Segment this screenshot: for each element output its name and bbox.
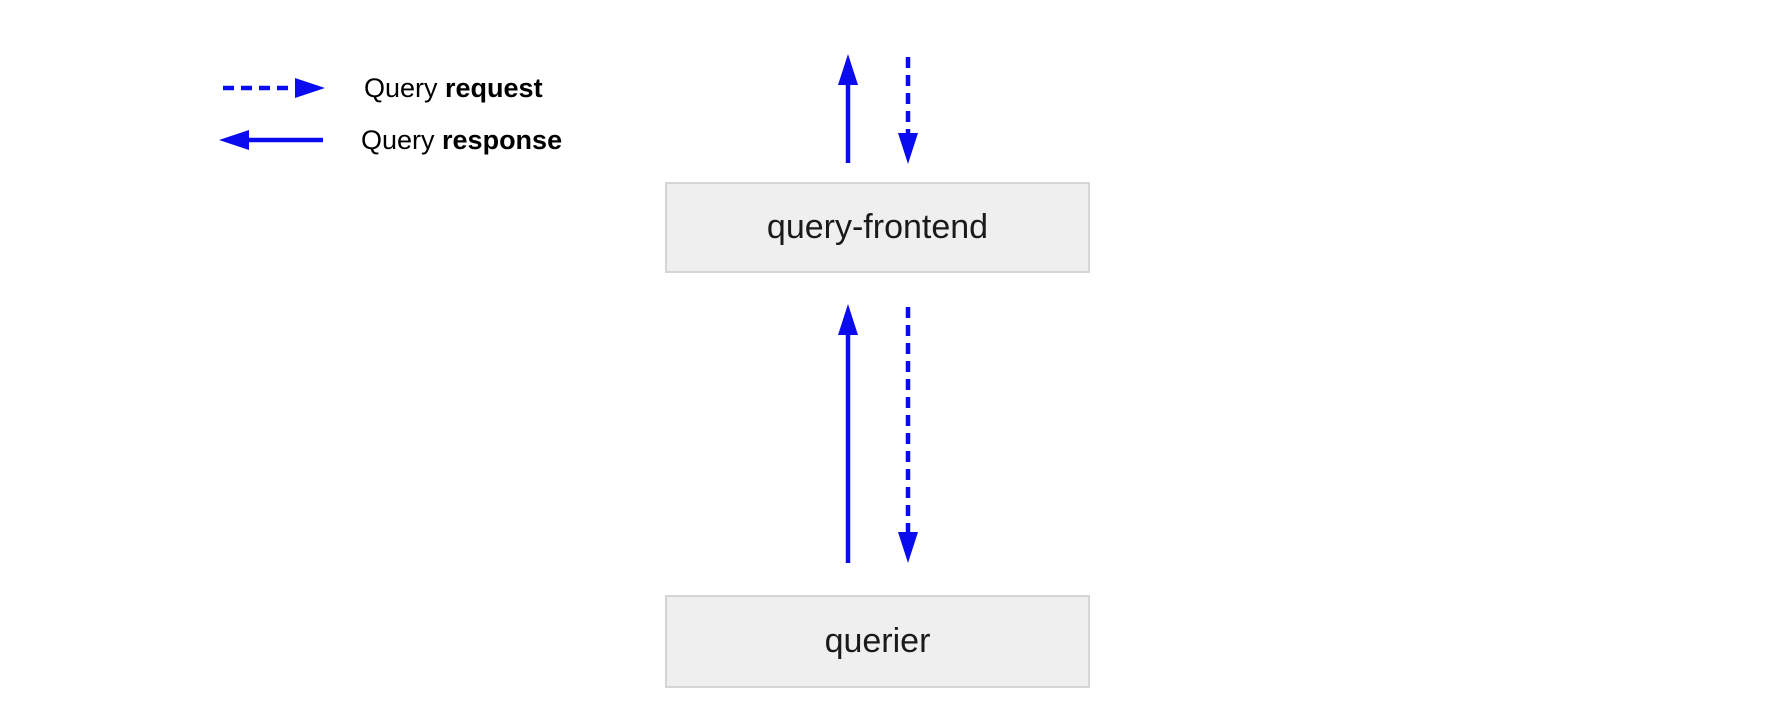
legend-label: Query response [361, 125, 562, 156]
request-arrow-middle [898, 307, 918, 563]
response-arrow-top [838, 54, 858, 163]
node-label: query-frontend [766, 208, 989, 246]
legend-item-query-response: Query response [217, 120, 562, 160]
response-arrow-middle [838, 304, 858, 563]
request-arrow-top [898, 57, 918, 164]
solid-arrow-left-icon [217, 126, 327, 154]
node-querier: querier [665, 595, 1090, 688]
legend-label-bold: response [442, 124, 563, 155]
node-label: querier [824, 622, 931, 660]
legend-label: Query request [364, 73, 543, 104]
legend-label-prefix: Query [361, 124, 443, 155]
dashed-arrow-right-icon [220, 74, 330, 102]
legend-label-bold: request [445, 72, 543, 103]
node-query-frontend: query-frontend [665, 182, 1090, 273]
legend-label-prefix: Query [364, 72, 446, 103]
legend-item-query-request: Query request [220, 68, 543, 108]
